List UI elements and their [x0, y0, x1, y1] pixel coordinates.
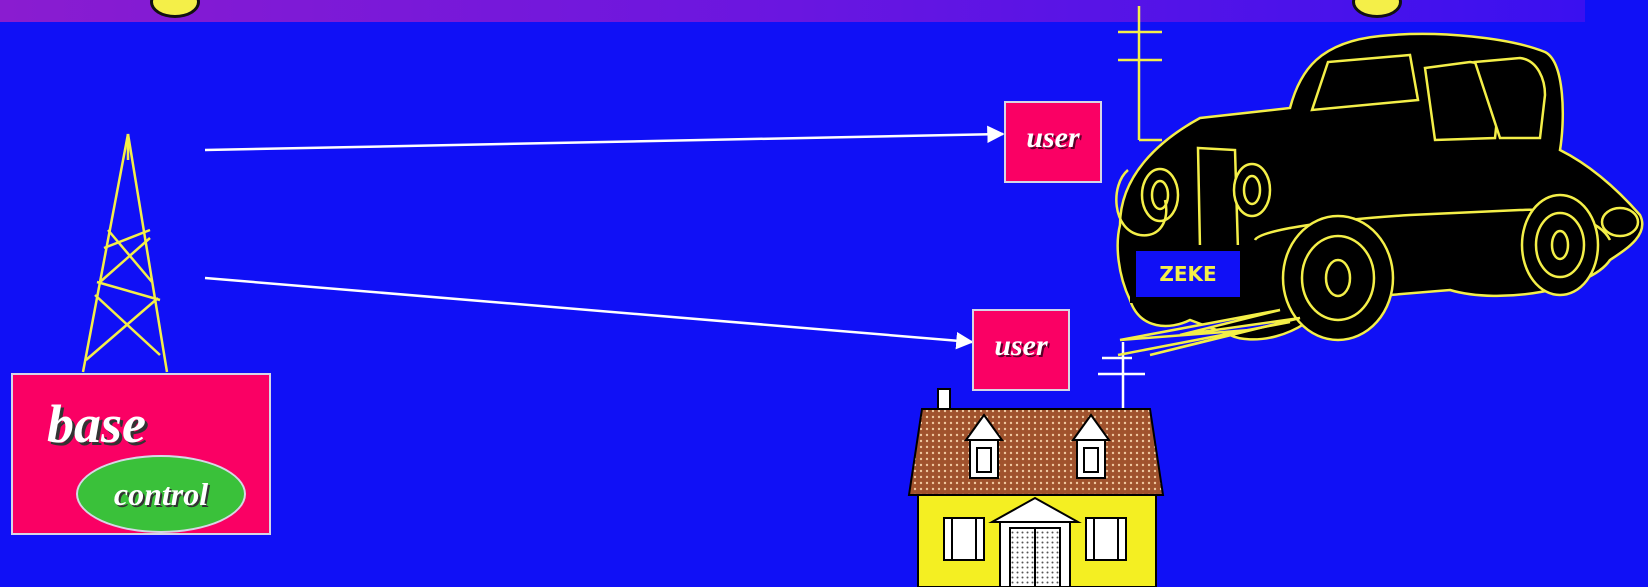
license-plate: ZEKE — [1130, 245, 1246, 303]
control-label: control — [114, 476, 208, 513]
user-label-bottom: user — [974, 329, 1068, 363]
user-box-bottom: user — [972, 309, 1070, 391]
base-label: base — [47, 393, 146, 455]
user-box-top: user — [1004, 101, 1102, 183]
radio-tower-icon — [83, 134, 167, 372]
license-plate-text: ZEKE — [1136, 251, 1240, 297]
arrow-to-bottom-user — [205, 278, 972, 342]
user-label-top: user — [1006, 121, 1100, 155]
control-oval: control — [76, 455, 246, 533]
base-control-box: base control — [11, 373, 271, 535]
arrow-to-top-user — [205, 134, 1003, 150]
